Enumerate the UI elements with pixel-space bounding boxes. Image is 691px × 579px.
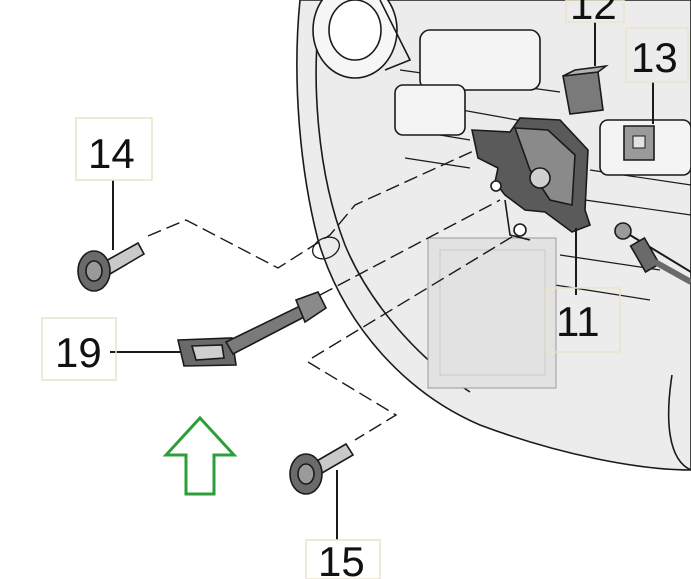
vehicle-front-body: [296, 0, 691, 471]
part-11-bonnet-lock: [470, 117, 591, 241]
callout-14: 14: [75, 117, 153, 181]
callout-leaders: [110, 22, 654, 540]
assembly-leader-lines: [147, 147, 521, 441]
cable-eye: [311, 236, 341, 260]
callout-15-label: 15: [318, 538, 365, 579]
callout-13: 13: [625, 27, 689, 83]
callout-19-label: 19: [55, 329, 102, 376]
part-13-square-nut: [623, 125, 655, 161]
part-19-release-lever: [177, 291, 328, 367]
callout-19: 19: [41, 317, 117, 381]
part-12-clip: [562, 64, 609, 115]
callout-11: 11: [545, 287, 621, 353]
callout-12-label: 12: [570, 0, 617, 28]
callout-11-label: 11: [556, 298, 600, 345]
callout-15: 15: [305, 538, 381, 579]
callout-12: 12: [565, 0, 625, 28]
up-arrow-outline-icon: [162, 415, 238, 496]
callout-13-label: 13: [631, 34, 678, 81]
callout-14-label: 14: [88, 130, 135, 177]
part-15-bolt: [289, 442, 355, 495]
part-14-bolt: [77, 241, 146, 292]
